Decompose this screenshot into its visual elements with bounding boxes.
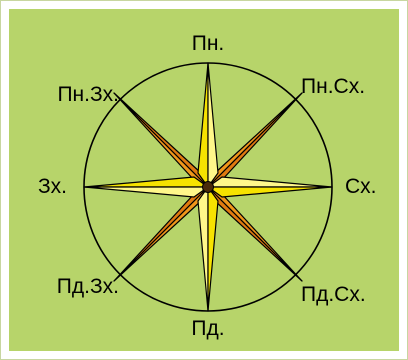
point-n-b	[207, 62, 219, 188]
label-southwest: Пд.Зх.	[57, 275, 119, 298]
cardinal-points	[83, 62, 333, 312]
center-dot	[202, 181, 214, 193]
label-northwest: Пн.Зх.	[57, 83, 119, 106]
intercardinal-points	[113, 92, 303, 282]
label-south: Пд.	[191, 317, 224, 340]
label-north: Пн.	[192, 32, 225, 55]
point-w-b	[83, 186, 209, 198]
point-e-b	[207, 186, 333, 198]
label-east: Сх.	[345, 175, 377, 198]
label-west: Зх.	[38, 175, 67, 198]
label-southeast: Пд.Сх.	[301, 283, 366, 306]
point-s-b	[207, 186, 219, 312]
label-northeast: Пн.Сх.	[301, 75, 365, 98]
